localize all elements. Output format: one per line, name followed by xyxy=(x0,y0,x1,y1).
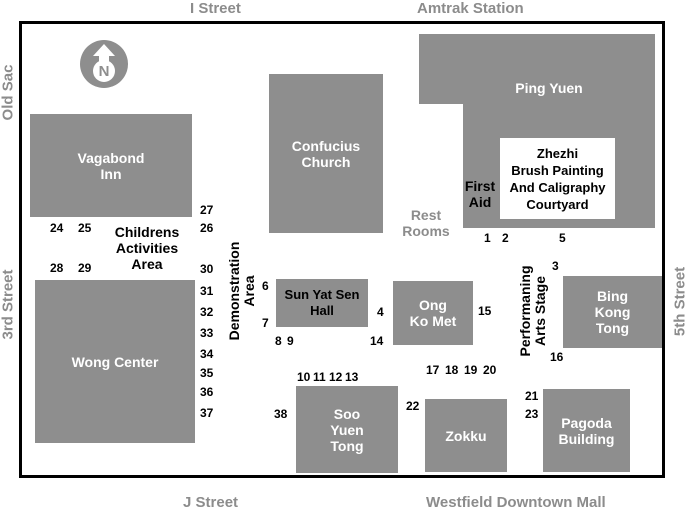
bing-kong-tong: Bing Kong Tong xyxy=(563,276,662,348)
booth-number: 23 xyxy=(525,407,539,421)
confucius-church-label: Confucius Church xyxy=(291,137,361,170)
zhezhi-courtyard: Zhezhi Brush Painting And Caligraphy Cou… xyxy=(500,138,615,219)
ping-yuen-label: Ping Yuen xyxy=(515,80,583,96)
booth-number: 34 xyxy=(200,347,214,361)
booth-number: 16 xyxy=(550,350,564,364)
booth-number: 8 xyxy=(275,334,282,348)
ong-ko-met-label: Ong Ko Met xyxy=(409,297,457,329)
confucius-church: Confucius Church xyxy=(269,74,383,233)
street-label-j: J Street xyxy=(183,494,239,511)
demonstration-area-label: Demonstration Area xyxy=(226,241,257,341)
booth-number: 32 xyxy=(200,305,214,319)
soo-yuen-tong: Soo Yuen Tong xyxy=(296,386,398,473)
ong-ko-met: Ong Ko Met xyxy=(393,281,473,345)
north-compass-icon: N xyxy=(80,40,128,88)
booth-number: 25 xyxy=(78,221,92,235)
booth-number: 15 xyxy=(478,304,492,318)
booth-number: 27 xyxy=(200,203,214,217)
booth-number: 22 xyxy=(406,399,420,413)
sun-yat-sen-label: Sun Yat Sen Hall xyxy=(284,287,360,318)
street-label-old-sac: Old Sac xyxy=(0,64,17,121)
booth-number: 12 xyxy=(329,370,343,384)
rest-rooms-label: Rest Rooms xyxy=(402,207,450,239)
vagabond-inn-label: Vagabond Inn xyxy=(77,149,145,182)
booth-number: 2 xyxy=(502,231,509,245)
booth-number: 18 xyxy=(445,363,459,377)
zokku: Zokku xyxy=(425,399,507,472)
booth-number: 31 xyxy=(200,284,214,298)
childrens-activities-label: Childrens Activities Area xyxy=(114,224,180,272)
compass-letter: N xyxy=(98,63,110,80)
booth-number: 38 xyxy=(274,407,288,421)
booth-number: 10 xyxy=(297,370,311,384)
booth-number: 3 xyxy=(552,259,559,273)
booth-number: 14 xyxy=(370,334,384,348)
street-label-westfield: Westfield Downtown Mall xyxy=(426,494,606,511)
booth-number: 11 xyxy=(313,370,326,384)
pagoda-building-label: Pagoda Building xyxy=(558,414,615,447)
booth-number: 37 xyxy=(200,406,214,420)
booth-number: 1 xyxy=(484,231,491,245)
booth-number: 36 xyxy=(200,385,214,399)
pagoda-building: Pagoda Building xyxy=(543,389,630,472)
booth-number: 9 xyxy=(287,334,294,348)
street-label-amtrak: Amtrak Station xyxy=(417,0,524,17)
booth-number: 26 xyxy=(200,221,214,235)
sun-yat-sen-hall: Sun Yat Sen Hall xyxy=(276,279,368,327)
wong-center-label: Wong Center xyxy=(71,353,159,370)
booth-number: 4 xyxy=(377,305,384,319)
booth-number: 17 xyxy=(426,363,440,377)
first-aid-label: First Aid xyxy=(464,178,496,210)
zhezhi-label: Zhezhi Brush Painting And Caligraphy Cou… xyxy=(509,145,606,212)
booth-number: 29 xyxy=(78,261,92,275)
booth-number: 13 xyxy=(345,370,359,384)
booth-number: 33 xyxy=(200,326,214,340)
booth-number: 30 xyxy=(200,262,214,276)
bing-kong-tong-label: Bing Kong Tong xyxy=(594,288,631,336)
map-border xyxy=(19,21,665,478)
street-label-3rd: 3rd Street xyxy=(0,269,17,340)
street-label-5th: 5th Street xyxy=(671,266,687,337)
performing-arts-stage-label: Performaning Arts Stage xyxy=(517,265,548,357)
booth-number: 28 xyxy=(50,261,64,275)
vagabond-inn: Vagabond Inn xyxy=(30,114,192,217)
booth-number: 7 xyxy=(262,316,269,330)
booth-number: 35 xyxy=(200,366,214,380)
soo-yuen-tong-label: Soo Yuen Tong xyxy=(330,405,364,454)
zokku-label: Zokku xyxy=(445,427,487,444)
booth-number: 21 xyxy=(525,389,539,403)
street-label-i: I Street xyxy=(190,0,241,17)
booth-number: 19 xyxy=(464,363,478,377)
booth-number: 6 xyxy=(262,279,269,293)
booth-number: 20 xyxy=(483,363,497,377)
booth-number: 24 xyxy=(50,221,64,235)
wong-center: Wong Center xyxy=(35,280,195,443)
booth-number: 5 xyxy=(559,231,566,245)
